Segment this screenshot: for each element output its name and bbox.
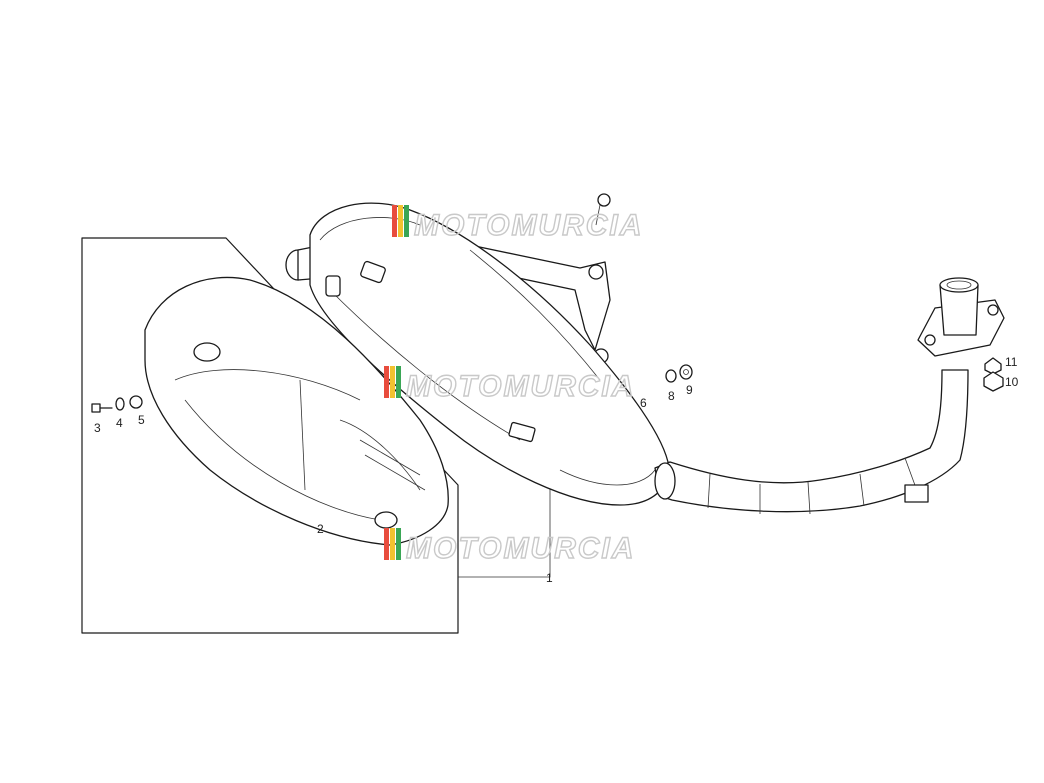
watermark-stripe-red bbox=[392, 205, 397, 237]
watermark-text: MOTOMURCIA bbox=[414, 209, 643, 242]
hardware-bolt-3 bbox=[91, 403, 113, 413]
callout-1: 1 bbox=[546, 571, 553, 585]
main-muffler bbox=[285, 193, 670, 506]
watermark-stripe-yellow bbox=[390, 528, 395, 560]
watermark-stripe-yellow bbox=[390, 366, 395, 398]
leader-line-1 bbox=[458, 470, 551, 578]
watermark-stripe-green bbox=[396, 366, 401, 398]
watermark-stripe-yellow bbox=[398, 205, 403, 237]
watermark-stripe-green bbox=[404, 205, 409, 237]
heat-shield bbox=[144, 276, 449, 546]
callout-3: 3 bbox=[94, 421, 101, 435]
callout-2: 2 bbox=[317, 522, 324, 536]
callout-9: 9 bbox=[686, 383, 693, 397]
callout-6: 6 bbox=[640, 396, 647, 410]
watermark-text: MOTOMURCIA bbox=[406, 532, 635, 565]
callout-5: 5 bbox=[138, 413, 145, 427]
exhaust-pipe bbox=[654, 277, 1005, 515]
callout-10: 10 bbox=[1005, 375, 1019, 389]
watermark-bottom: MOTOMURCIA bbox=[384, 528, 635, 566]
watermark-middle: MOTOMURCIA bbox=[384, 366, 635, 404]
callout-8: 8 bbox=[668, 389, 675, 403]
hardware-washer-4 bbox=[115, 397, 125, 411]
watermark-stripe-green bbox=[396, 528, 401, 560]
watermark-stripe-red bbox=[384, 366, 389, 398]
watermark-stripe-red bbox=[384, 528, 389, 560]
watermark-text: MOTOMURCIA bbox=[406, 370, 635, 403]
callout-11: 11 bbox=[1005, 355, 1018, 369]
hardware-nuts-10-11 bbox=[983, 357, 1004, 392]
hardware-washers-8-9 bbox=[665, 364, 693, 383]
inset-frame bbox=[81, 237, 459, 634]
watermark-top: MOTOMURCIA bbox=[392, 205, 643, 243]
callout-4: 4 bbox=[116, 416, 123, 430]
hardware-nut-5 bbox=[129, 395, 143, 409]
